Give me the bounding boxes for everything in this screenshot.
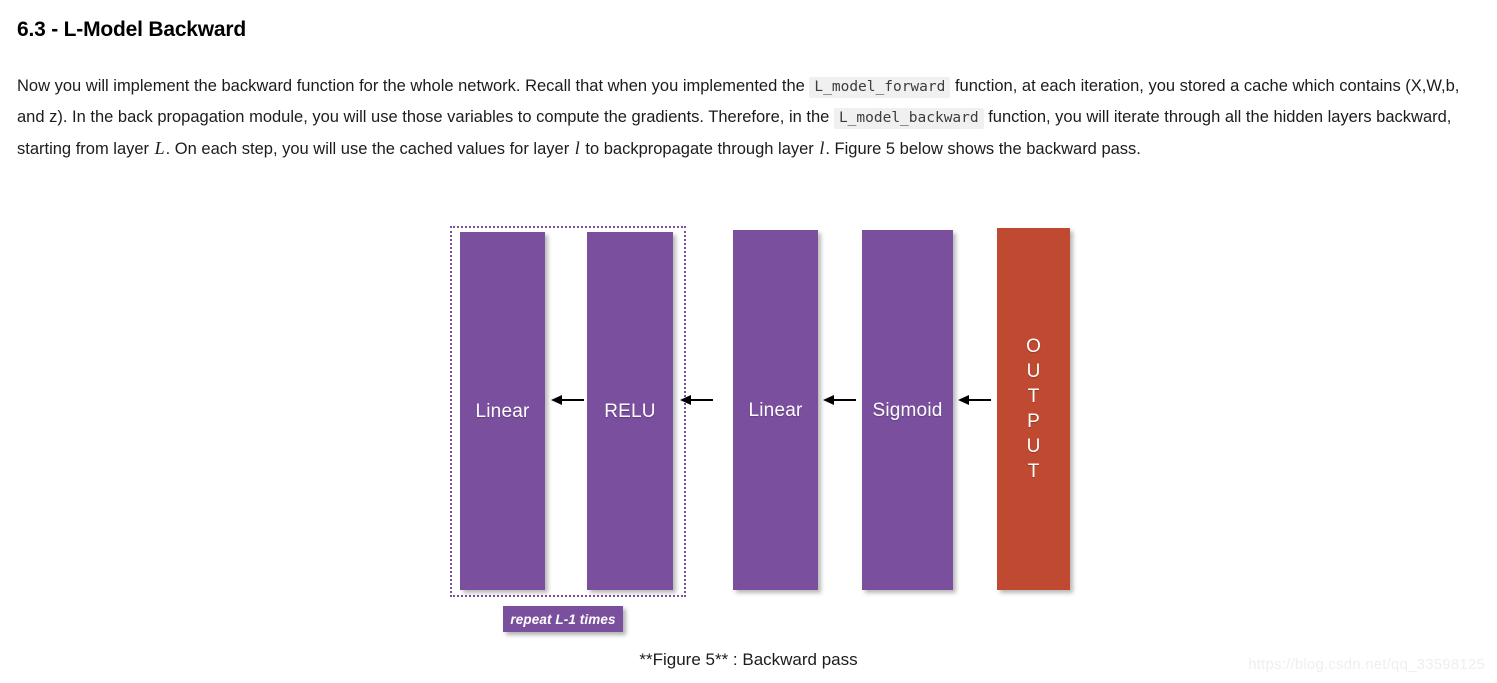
paragraph-text-part-1: Now you will implement the backward func… bbox=[17, 76, 810, 95]
layer-box-sigmoid: Sigmoid bbox=[862, 230, 953, 590]
layer-box-linear-2: Linear bbox=[733, 230, 818, 590]
paragraph-text-part-5: to backpropagate through layer bbox=[580, 139, 819, 158]
repeat-group-dotted-outline bbox=[450, 226, 686, 597]
inline-code-l-model-forward: L_model_forward bbox=[809, 76, 951, 98]
output-letter: U bbox=[1026, 436, 1041, 457]
paragraph-text-part-2: function, at each iteration, you stored … bbox=[17, 76, 1460, 126]
paragraph-text-part-3: function, you will iterate through all t… bbox=[17, 107, 1452, 158]
output-letter: P bbox=[1027, 411, 1040, 432]
math-symbol-capital-l: L bbox=[154, 137, 165, 158]
paragraph-text-part-6: . Figure 5 below shows the backward pass… bbox=[825, 139, 1141, 158]
repeat-l-minus-1-badge: repeat L-1 times bbox=[503, 606, 623, 632]
layer-box-linear-1: Linear bbox=[460, 232, 545, 590]
body-paragraph: Now you will implement the backward func… bbox=[17, 71, 1485, 164]
watermark-url: https://blog.csdn.net/qq_33598125 bbox=[1248, 656, 1485, 673]
math-symbol-lowercase-l-1: l bbox=[574, 137, 580, 158]
paragraph-text-part-4: . On each step, you will use the cached … bbox=[165, 139, 574, 158]
arrow-left-icon-arrow-relu-to-linear1 bbox=[551, 390, 585, 410]
figure-caption: **Figure 5** : Backward pass bbox=[639, 650, 858, 669]
inline-code-l-model-backward: L_model_backward bbox=[833, 107, 984, 129]
math-symbol-lowercase-l-2: l bbox=[819, 137, 825, 158]
layer-box-label-linear-1: Linear bbox=[475, 400, 530, 422]
layer-box-label-relu: RELU bbox=[604, 400, 656, 422]
output-letter: T bbox=[1027, 461, 1040, 482]
output-letter: T bbox=[1027, 386, 1040, 407]
layer-box-label-linear-2: Linear bbox=[748, 399, 803, 421]
output-letter: U bbox=[1026, 361, 1041, 382]
arrow-left-icon-arrow-linear2-to-relu bbox=[680, 390, 714, 410]
page-title: 6.3 - L-Model Backward bbox=[17, 18, 246, 42]
layer-box-relu: RELU bbox=[587, 232, 673, 590]
output-letter: O bbox=[1026, 336, 1041, 357]
layer-box-label-sigmoid: Sigmoid bbox=[872, 399, 943, 421]
repeat-badge-label: repeat L-1 times bbox=[510, 611, 616, 627]
arrow-left-icon-arrow-sigmoid-to-linear2 bbox=[823, 390, 857, 410]
arrow-left-icon-arrow-output-to-sigmoid bbox=[958, 390, 992, 410]
